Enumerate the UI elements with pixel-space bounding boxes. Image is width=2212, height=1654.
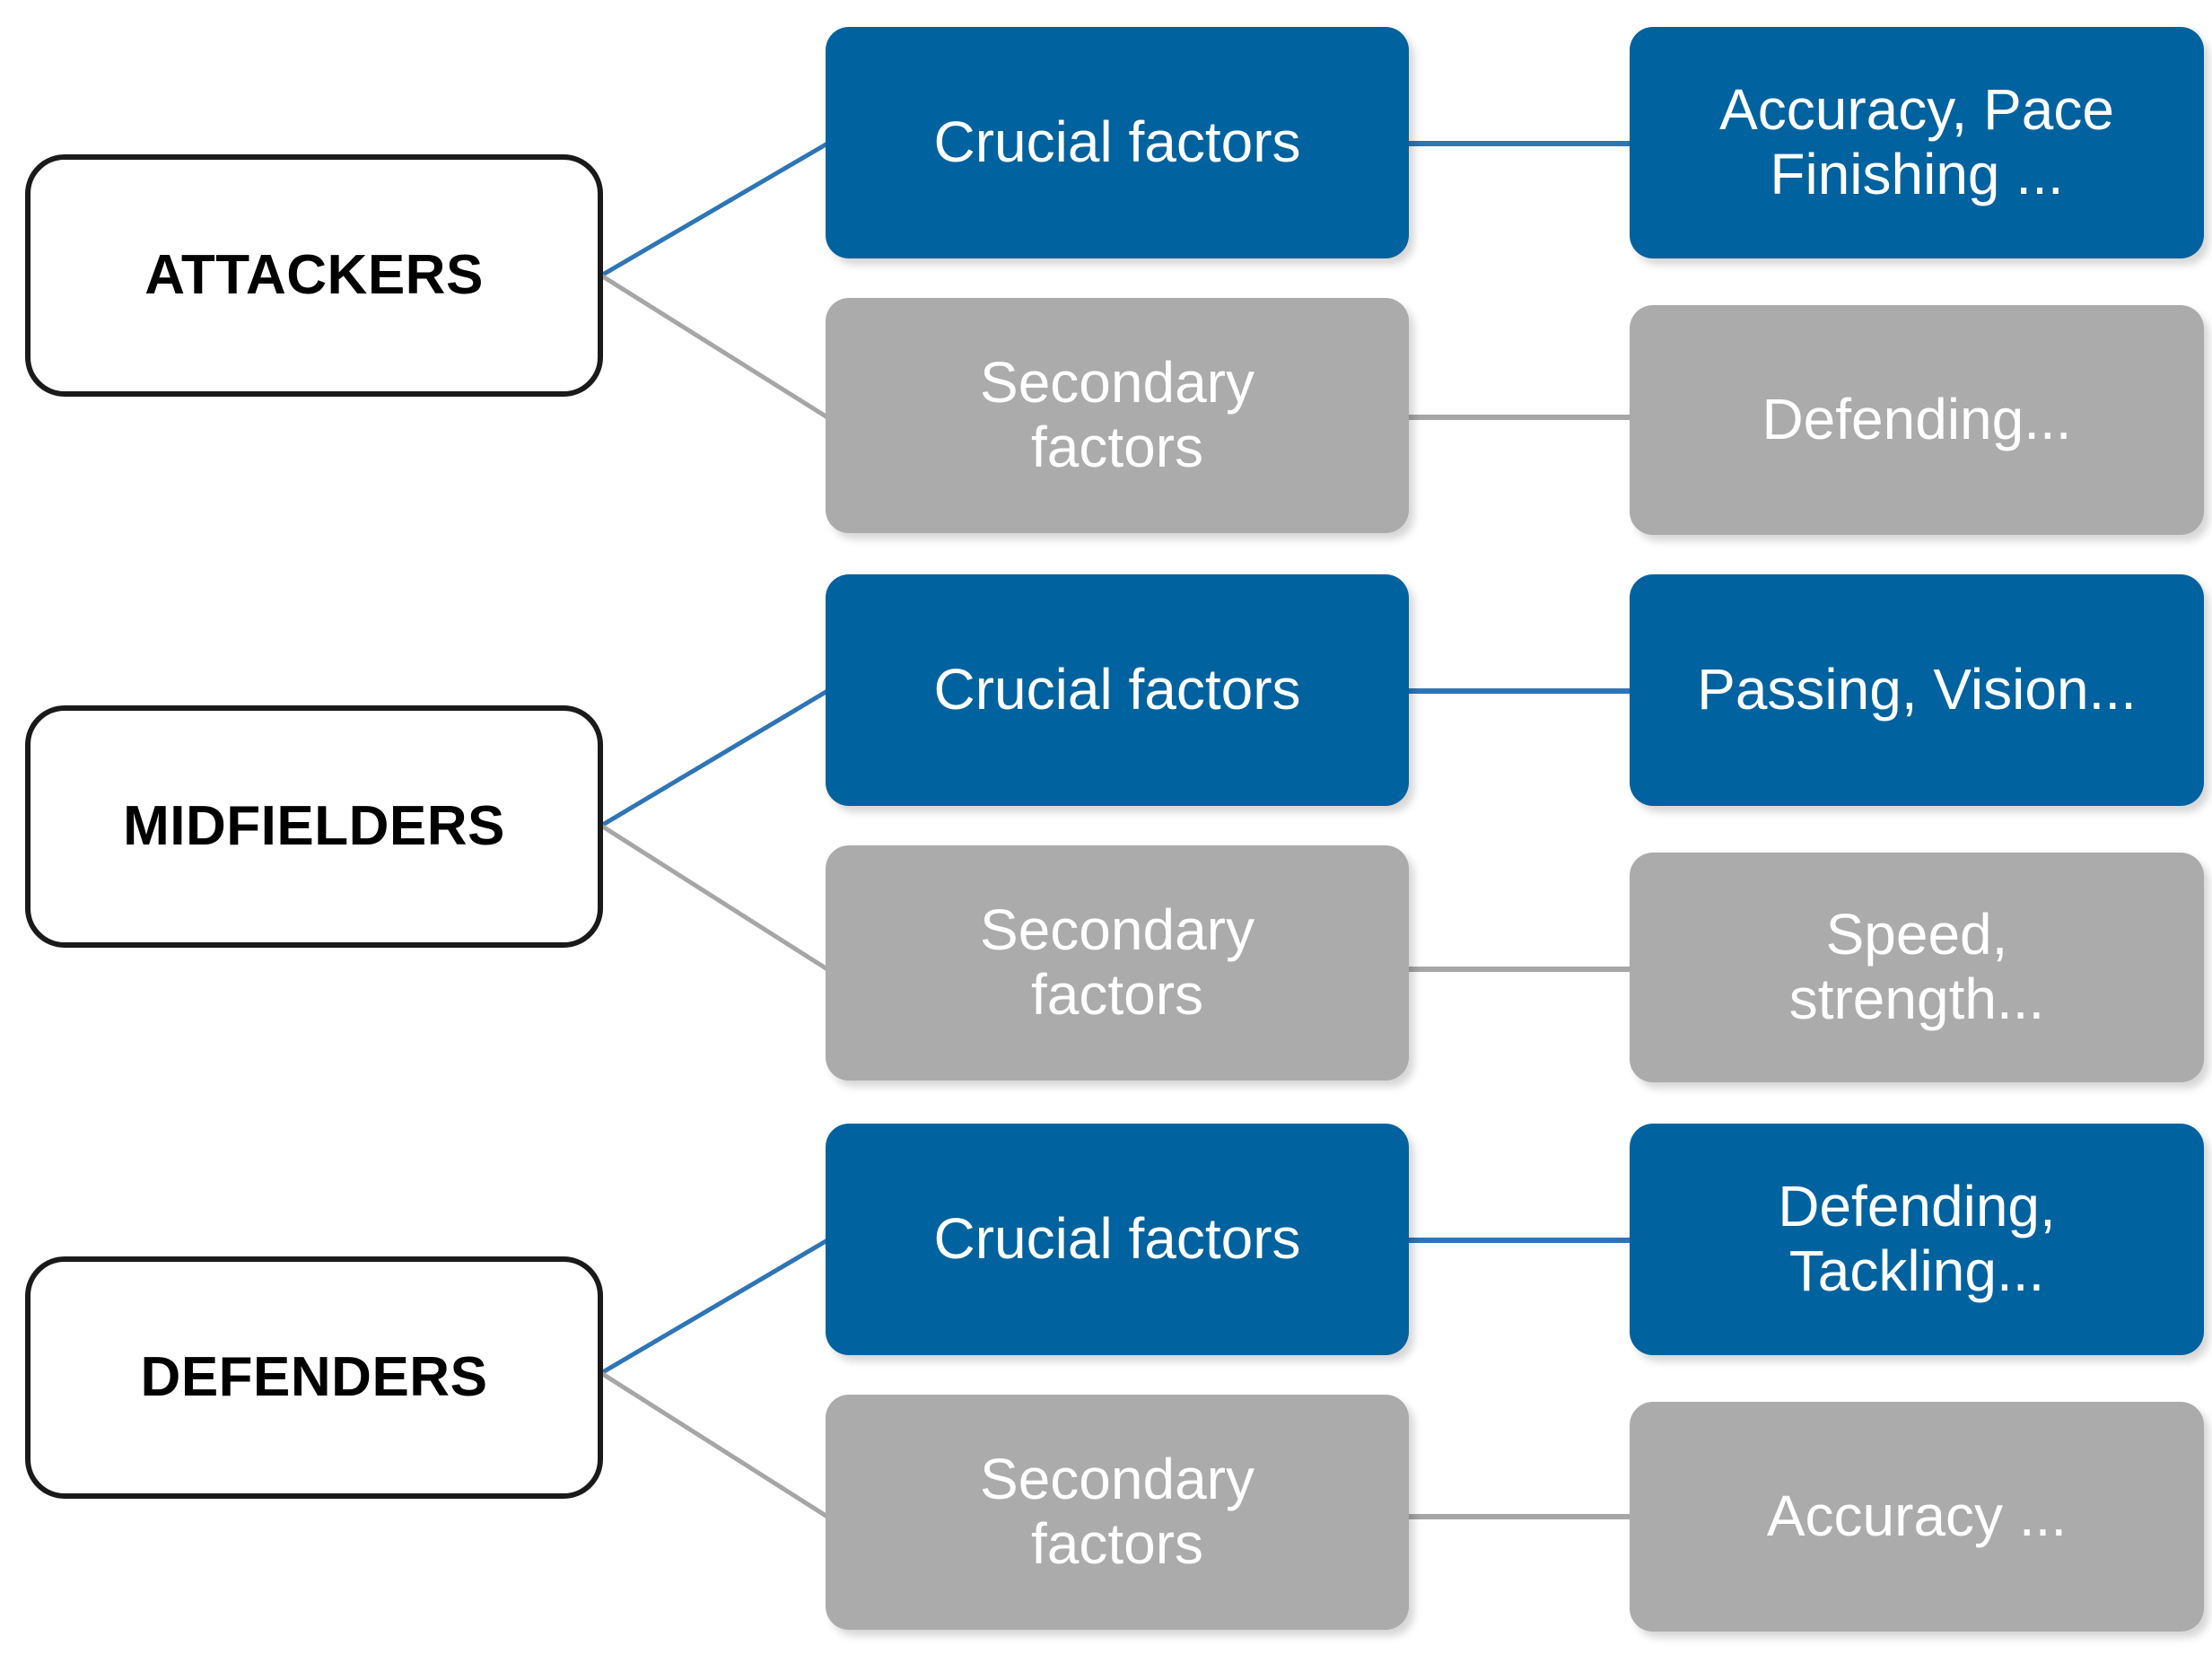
root-node-midfielders[interactable]: MIDFIELDERS <box>25 705 603 948</box>
branch-node-attackers-crucial-label: Crucial factors <box>933 109 1301 175</box>
connector-midfielders-to-secondary <box>599 823 829 972</box>
leaf-node-defenders-crucial-label: Defending, Tackling... <box>1778 1174 2056 1303</box>
branch-node-defenders-secondary[interactable]: Secondary factors <box>826 1395 1409 1630</box>
root-node-defenders[interactable]: DEFENDERS <box>25 1256 603 1499</box>
leaf-node-attackers-crucial[interactable]: Accuracy, Pace Finishing ... <box>1630 27 2204 258</box>
leaf-node-midfielders-crucial[interactable]: Passing, Vision... <box>1630 574 2204 806</box>
branch-node-midfielders-crucial[interactable]: Crucial factors <box>826 574 1409 806</box>
leaf-node-defenders-crucial[interactable]: Defending, Tackling... <box>1630 1124 2204 1355</box>
leaf-node-midfielders-secondary[interactable]: Speed, strength... <box>1630 853 2204 1082</box>
branch-node-attackers-crucial[interactable]: Crucial factors <box>826 27 1409 258</box>
leaf-node-defenders-secondary-label: Accuracy ... <box>1766 1483 2068 1549</box>
branch-node-attackers-secondary-label: Secondary factors <box>980 350 1255 479</box>
leaf-node-attackers-secondary-label: Defending... <box>1762 387 2072 452</box>
branch-node-defenders-secondary-label: Secondary factors <box>980 1447 1255 1576</box>
branch-node-defenders-crucial[interactable]: Crucial factors <box>826 1124 1409 1355</box>
connector-attackers-to-secondary <box>599 273 829 420</box>
root-node-defenders-label: DEFENDERS <box>140 1346 488 1409</box>
leaf-node-defenders-secondary[interactable]: Accuracy ... <box>1630 1402 2204 1632</box>
leaf-node-attackers-crucial-label: Accuracy, Pace Finishing ... <box>1719 77 2114 206</box>
connector-attackers-to-crucial <box>599 141 829 278</box>
branch-node-attackers-secondary[interactable]: Secondary factors <box>826 298 1409 533</box>
branch-node-midfielders-secondary-label: Secondary factors <box>980 897 1255 1027</box>
root-node-attackers-label: ATTACKERS <box>144 244 484 307</box>
connector-midfielders-to-crucial <box>599 688 829 828</box>
root-node-midfielders-label: MIDFIELDERS <box>123 795 505 858</box>
leaf-node-midfielders-secondary-label: Speed, strength... <box>1788 902 2045 1031</box>
branch-node-midfielders-secondary[interactable]: Secondary factors <box>826 845 1409 1081</box>
connector-defenders-to-crucial <box>599 1238 829 1376</box>
leaf-node-midfielders-crucial-label: Passing, Vision... <box>1697 657 2137 722</box>
branch-node-defenders-crucial-label: Crucial factors <box>933 1206 1301 1272</box>
branch-node-midfielders-crucial-label: Crucial factors <box>933 657 1301 722</box>
leaf-node-attackers-secondary[interactable]: Defending... <box>1630 305 2204 535</box>
connector-defenders-to-secondary <box>599 1370 829 1519</box>
root-node-attackers[interactable]: ATTACKERS <box>25 154 603 397</box>
